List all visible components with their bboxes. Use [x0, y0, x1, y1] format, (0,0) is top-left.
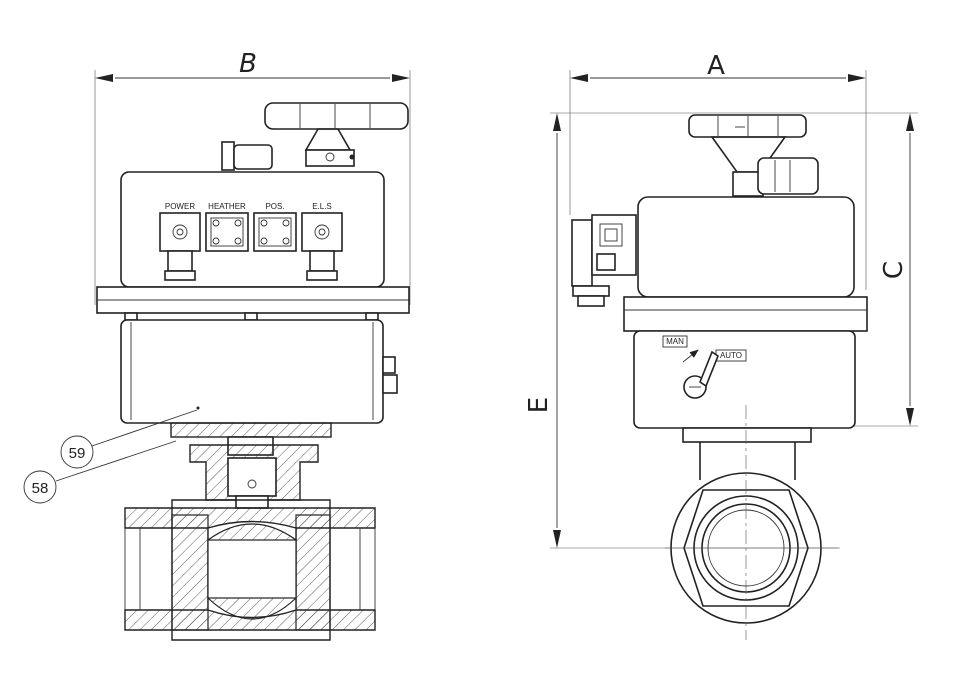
callout-59-label: 59 — [69, 445, 86, 462]
callout-59: 59 — [60, 409, 198, 469]
connector-els: E.L.S — [301, 202, 343, 281]
dimension-c-label: C — [879, 261, 909, 279]
callout-58-label: 58 — [32, 480, 49, 497]
valve-body-side — [665, 405, 838, 640]
dimension-c: C — [745, 112, 918, 427]
dimension-b-label: B — [239, 49, 257, 79]
ball-valve-body-section — [124, 499, 376, 641]
connector-pos: POS. — [253, 202, 297, 252]
callout-58: 58 — [23, 440, 177, 504]
connector-power: POWER — [159, 202, 201, 281]
dimension-b: B — [94, 49, 411, 305]
lever-side — [757, 157, 819, 195]
dimension-a-label: A — [707, 51, 725, 81]
label-power: POWER — [165, 202, 195, 211]
mode-auto-label: AUTO — [720, 351, 742, 360]
side-connector — [571, 214, 637, 307]
label-pos: POS. — [265, 202, 284, 211]
mounting-bracket — [170, 422, 332, 509]
label-els: E.L.S — [312, 202, 332, 211]
mode-selector: MAN AUTO — [662, 335, 747, 399]
actuator-housing-side — [623, 196, 868, 429]
connector-heather: HEATHER — [205, 202, 249, 252]
dimension-e-label: E — [524, 397, 554, 413]
actuator-housing-front — [96, 171, 410, 424]
side-view: A C E — [524, 51, 918, 640]
label-heather: HEATHER — [208, 202, 246, 211]
handwheel-front — [264, 102, 409, 167]
dimension-a: A — [569, 51, 867, 290]
front-view: B — [23, 49, 411, 641]
mode-man-label: MAN — [666, 337, 684, 346]
lever-front — [221, 141, 273, 171]
